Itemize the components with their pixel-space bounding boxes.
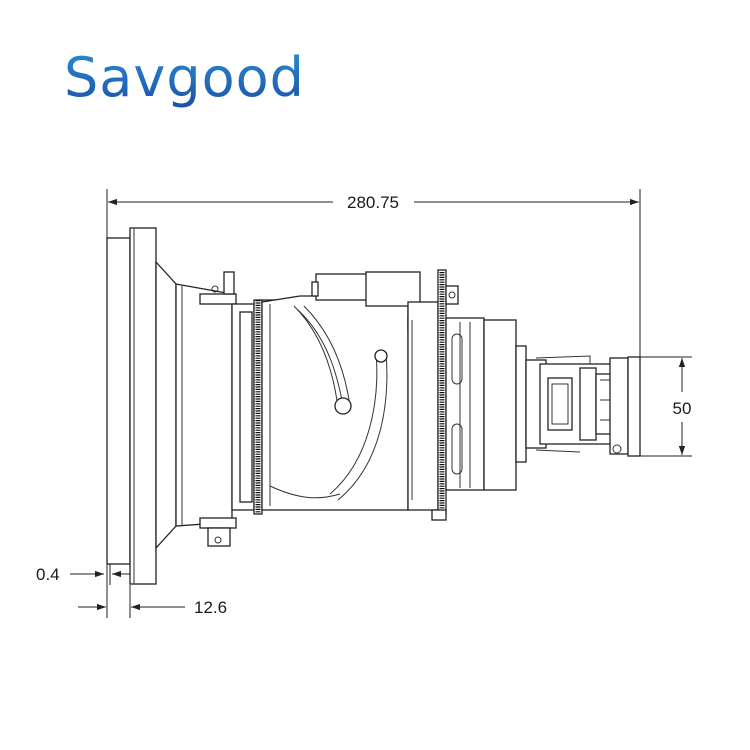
gap-label: 0.4	[36, 565, 60, 584]
front-plate	[106, 237, 131, 565]
dimension-offset: 12.6	[78, 560, 227, 618]
savgood-logo: Savgood	[64, 46, 305, 109]
height-label: 50	[673, 399, 692, 418]
lens-body	[106, 227, 641, 585]
dimension-height: 50	[628, 356, 692, 457]
overall-length-label: 280.75	[347, 193, 399, 212]
offset-label: 12.6	[194, 598, 227, 617]
brand-name: Savgood	[64, 46, 305, 109]
